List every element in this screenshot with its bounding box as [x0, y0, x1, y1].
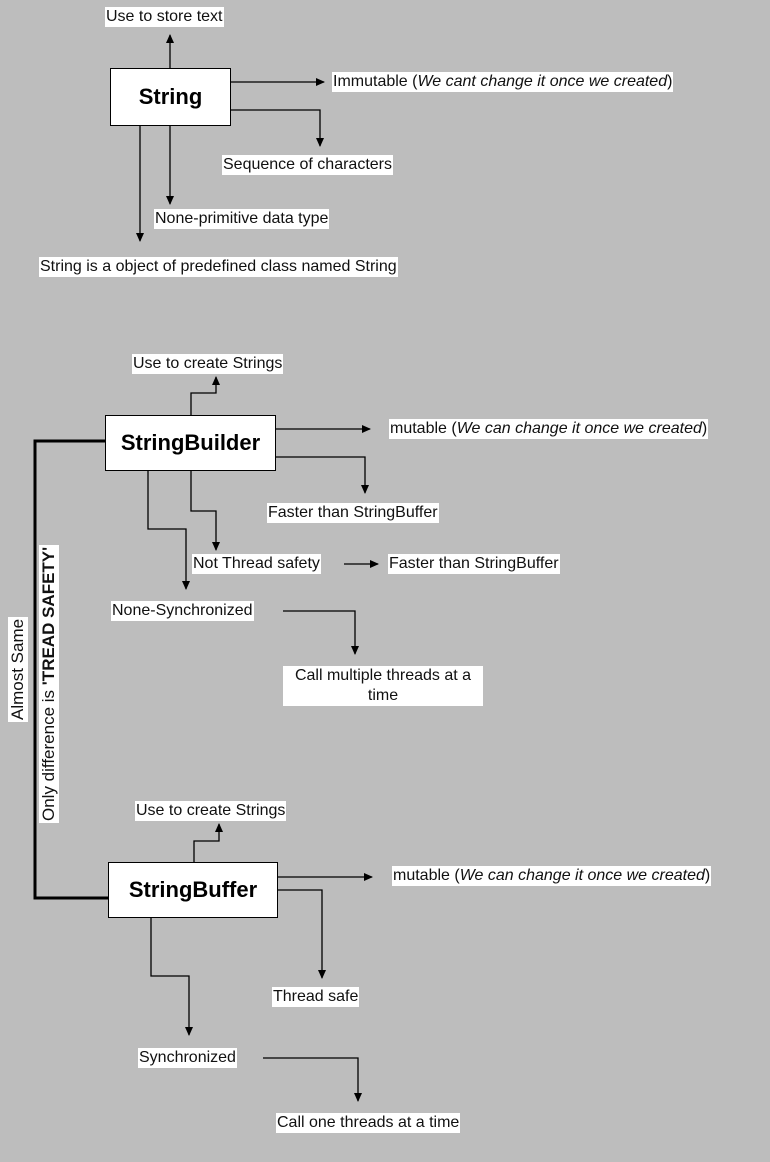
buffer-mutable-italic: We can change it once we created: [459, 867, 705, 884]
arrow-builder-nonesync: [147, 470, 190, 590]
arrow-buffer-sync: [150, 917, 193, 1036]
arrow-sync-callone: [263, 1057, 362, 1102]
builder-notthread-label: Not Thread safety: [192, 554, 321, 574]
comparison-bracket: [33, 439, 108, 900]
arrow-buffer-threadsafe: [277, 889, 326, 979]
only-difference-label: Only difference is 'TREAD SAFETY': [39, 544, 59, 823]
builder-use-label: Use to create Strings: [132, 354, 284, 374]
string-nonprimitive-label: None-primitive data type: [154, 209, 330, 229]
arrow-string-sequence: [230, 109, 324, 147]
string-object-label: String is a object of predefined class n…: [39, 257, 398, 277]
arrow-builder-faster: [275, 456, 369, 494]
string-use-label: Use to store text: [105, 7, 224, 27]
buffer-sync-label: Synchronized: [138, 1048, 237, 1068]
builder-mutable-main: mutable (: [390, 420, 457, 437]
buffer-mutable-main: mutable (: [393, 867, 460, 884]
builder-mutable-label: mutable (We can change it once we create…: [389, 419, 709, 439]
buffer-threadsafe-label: Thread safe: [272, 987, 360, 1007]
arrow-builder-use: [190, 376, 220, 416]
arrow-buffer-use: [193, 823, 223, 862]
string-immutable-close: ): [667, 73, 673, 90]
tread-safety-text: 'TREAD SAFETY': [39, 546, 58, 686]
arrow-builder-notthread: [190, 470, 220, 551]
arrow-nonesync-callmultiple: [283, 610, 359, 655]
builder-callmultiple-label: Call multiple threads at a time: [283, 666, 483, 706]
builder-mutable-italic: We can change it once we created: [456, 420, 702, 437]
builder-nonesync-label: None-Synchronized: [111, 601, 254, 621]
almost-same-label: Almost Same: [8, 616, 28, 722]
buffer-mutable-label: mutable (We can change it once we create…: [392, 866, 712, 886]
string-box: String: [110, 68, 231, 126]
builder-faster-label: Faster than StringBuffer: [267, 503, 439, 523]
buffer-mutable-close: ): [704, 867, 711, 884]
stringbuilder-box: StringBuilder: [105, 415, 276, 471]
stringbuffer-box: StringBuffer: [108, 862, 278, 918]
string-immutable-main: Immutable (: [333, 73, 418, 90]
string-immutable-italic: We cant change it once we created: [417, 73, 668, 90]
string-sequence-label: Sequence of characters: [222, 155, 393, 175]
buffer-use-label: Use to create Strings: [135, 801, 287, 821]
buffer-callone-label: Call one threads at a time: [276, 1113, 461, 1133]
builder-mutable-close: ): [701, 420, 708, 437]
only-difference-prefix: Only difference is: [39, 685, 58, 821]
builder-faster2-label: Faster than StringBuffer: [388, 554, 560, 574]
string-immutable-label: Immutable (We cant change it once we cre…: [332, 72, 674, 92]
